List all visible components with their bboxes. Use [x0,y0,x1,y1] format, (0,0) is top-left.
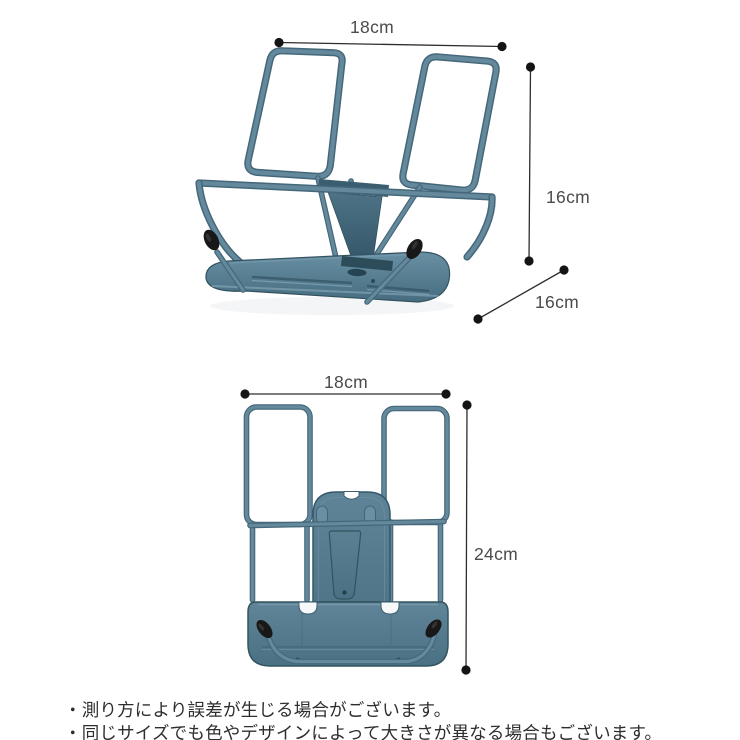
dimension-endpoint-dot [524,256,534,266]
kickstand-housing [312,491,391,603]
dim-label-top-height: 16cm [546,187,590,207]
left-rubber-tip-front [256,619,273,639]
dimension-endpoint-dot [525,62,536,72]
housing-top-notch [343,491,360,500]
kickstand-leg [328,530,362,600]
dimension-endpoint-dot [462,400,472,410]
right-page-frame-front [384,409,447,523]
dim-label-front-height: 24cm [474,544,518,564]
dimension-endpoint-dot [240,389,250,399]
dim-label-top-width: 18cm [350,17,394,37]
stand-front-view [247,407,449,667]
note-line-2: ・同じサイズでも色やデザインによって大きさが異なる場合もございます。 [64,722,663,740]
dimension-top-height [524,62,536,266]
base-shadow [210,297,454,315]
dimension-endpoint-dot [559,265,569,275]
right-rubber-tip [406,238,423,260]
stand-perspective-view [199,51,496,315]
dimension-front-width [240,389,451,399]
dim-label-front-width: 18cm [324,372,368,392]
dimension-endpoint-dot [274,37,284,48]
bracket-foot [341,256,393,271]
dim-label-top-depth: 16cm [535,292,579,312]
base-plate-front [247,601,449,667]
note-line-1: ・測り方により誤差が生じる場合がございます。 [64,700,452,720]
dimension-front-height [461,400,472,675]
plate-notch [298,601,318,615]
left-page-frame-front [247,407,311,525]
dimension-endpoint-dot [441,389,451,399]
dimension-endpoint-dot [461,665,471,675]
right-page-frame [403,57,496,190]
left-page-frame [248,51,342,177]
dimension-endpoint-dot [473,314,483,324]
crossbar-wire [250,522,444,526]
right-rubber-tip-front [425,619,442,638]
plate-notch [380,601,400,615]
base-plate [205,251,451,303]
left-rubber-tip [203,229,220,251]
dimension-top-depth [473,265,569,324]
dimension-endpoint-dot [497,41,507,52]
dimension-top-width [274,37,507,52]
